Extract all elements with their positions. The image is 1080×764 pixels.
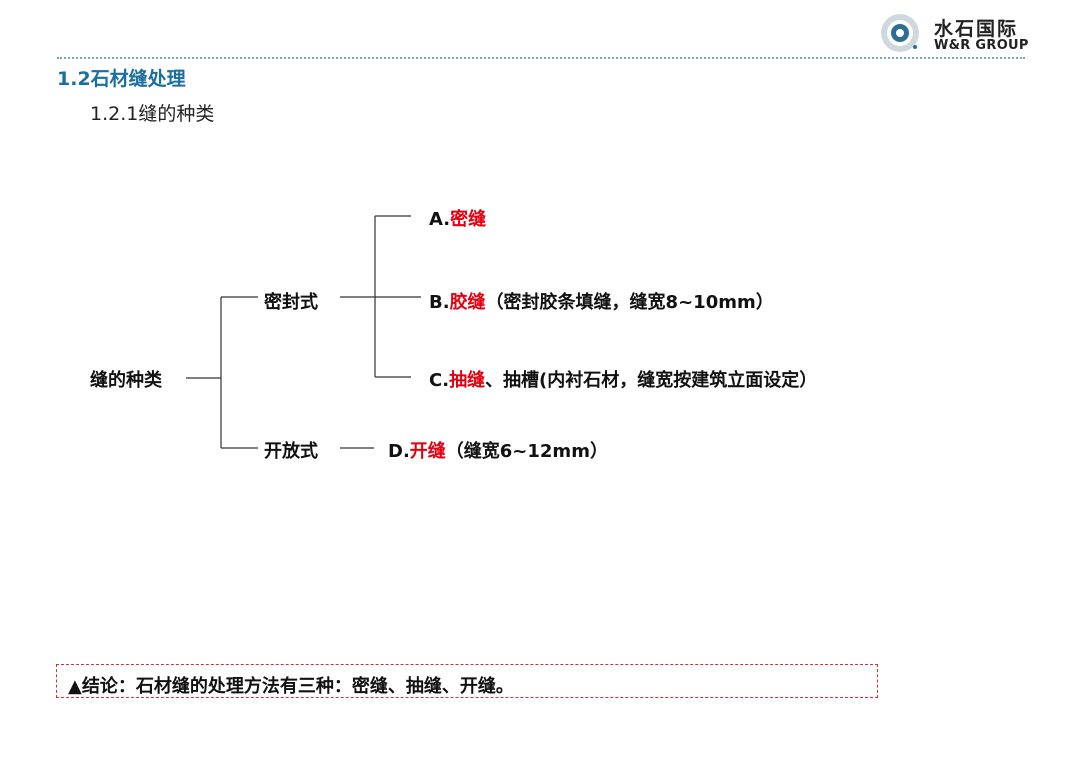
leaf-b-highlight: 胶缝 <box>449 292 486 313</box>
node-sealed: 密封式 <box>264 292 318 313</box>
wr-logo-icon <box>881 14 919 52</box>
leaf-d-rest: （缝宽6~12mm） <box>445 441 608 462</box>
conclusion-text: ▲结论：石材缝的处理方法有三种：密缝、抽缝、开缝。 <box>68 676 514 697</box>
logo-name-cn: 水石国际 <box>934 18 1019 40</box>
leaf-a-prefix: A. <box>429 209 451 230</box>
conclusion-box <box>56 664 878 698</box>
leaf-c-highlight: 抽缝 <box>449 370 486 391</box>
logo-name-en: W&R GROUP <box>934 38 1029 53</box>
leaf-b-prefix: B. <box>429 292 450 313</box>
node-root: 缝的种类 <box>90 370 162 391</box>
leaf-b-rest: （密封胶条填缝，缝宽8~10mm） <box>485 292 774 313</box>
leaf-b: B.胶缝（密封胶条填缝，缝宽8~10mm） <box>429 288 774 314</box>
leaf-d-prefix: D. <box>388 441 410 462</box>
leaf-d-highlight: 开缝 <box>409 441 446 462</box>
leaf-c: C.抽缝、抽槽(内衬石材，缝宽按建筑立面设定） <box>429 366 817 392</box>
leaf-d: D.开缝（缝宽6~12mm） <box>388 437 608 463</box>
section-title: 1.2石材缝处理 <box>57 68 186 90</box>
leaf-a: A.密缝 <box>429 205 486 231</box>
header-divider <box>57 57 1025 59</box>
leaf-a-highlight: 密缝 <box>450 209 487 230</box>
leaf-c-prefix: C. <box>429 370 450 391</box>
node-open: 开放式 <box>264 441 318 462</box>
sub-title: 1.2.1缝的种类 <box>90 103 215 125</box>
leaf-c-rest: 、抽槽(内衬石材，缝宽按建筑立面设定） <box>485 370 818 391</box>
